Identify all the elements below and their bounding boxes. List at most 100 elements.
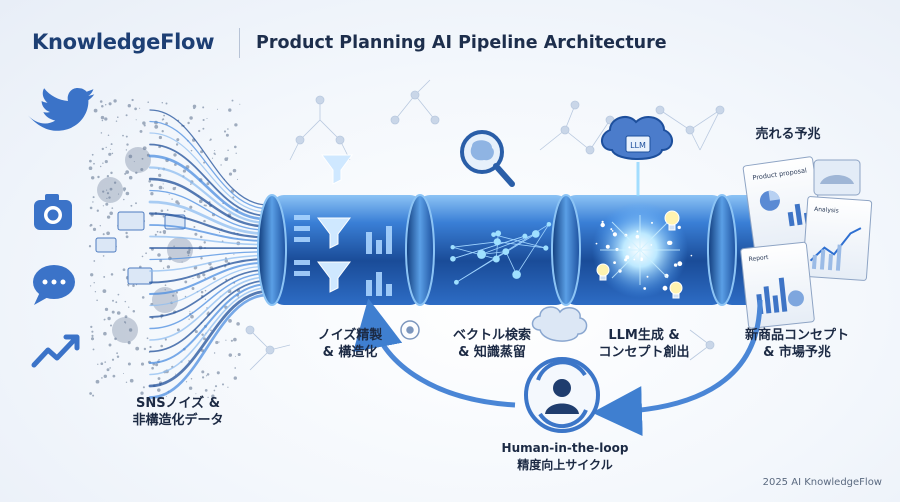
noise-speck	[165, 102, 168, 105]
noise-speck	[106, 231, 110, 236]
data-streams	[148, 109, 270, 399]
noise-speck	[214, 385, 218, 388]
noise-speck	[127, 104, 131, 108]
noise-speck	[125, 114, 128, 117]
noise-speck	[103, 374, 108, 379]
noise-speck	[107, 134, 110, 137]
noise-speck	[159, 231, 162, 234]
trend-arrow-icon	[31, 334, 80, 368]
noise-speck	[123, 373, 124, 374]
chat-bubble-icon	[33, 265, 75, 305]
spark	[605, 244, 610, 249]
noise-speck	[204, 204, 207, 207]
header-divider	[239, 28, 240, 58]
page-title: Product Planning AI Pipeline Architectur…	[256, 33, 667, 53]
noise-speck	[218, 231, 221, 234]
noise-speck	[97, 363, 99, 365]
noise-speck	[104, 104, 107, 106]
vector-node	[522, 233, 528, 239]
stream-line	[148, 212, 270, 239]
vector-node	[450, 255, 456, 262]
noise-speck	[227, 128, 229, 130]
noise-speck	[133, 161, 135, 163]
noise-speck	[110, 148, 111, 150]
noise-speck	[166, 265, 171, 269]
noise-speck	[158, 173, 162, 177]
noise-speck	[206, 182, 210, 186]
noise-speck	[111, 310, 115, 314]
noise-speck	[234, 367, 237, 369]
vector-edge	[495, 233, 499, 260]
noise-speck	[214, 150, 216, 152]
noise-speck	[213, 352, 216, 354]
noise-speck	[164, 284, 167, 287]
noise-speck	[161, 130, 164, 133]
noise-speck	[90, 337, 95, 341]
noise-speck	[89, 159, 92, 163]
noise-speck	[175, 143, 179, 146]
llm-core	[592, 202, 693, 298]
noise-speck	[200, 256, 203, 260]
noise-speck	[221, 383, 225, 386]
noise-speck	[173, 153, 177, 157]
funnel-icon	[317, 154, 353, 293]
feedback-arrow-right	[592, 299, 763, 437]
noise-speck	[104, 307, 109, 312]
noise-speck	[110, 324, 112, 327]
noise-speck	[149, 345, 152, 349]
noise-speck	[122, 268, 126, 272]
noise-speck	[123, 198, 125, 201]
footer-copyright: 2025 AI KnowledgeFlow	[762, 477, 882, 488]
noise-speck	[101, 147, 104, 151]
noise-speck	[95, 379, 100, 384]
noise-speck	[175, 291, 178, 294]
noise-speck	[93, 108, 98, 113]
noise-speck	[160, 344, 163, 348]
noise-speck	[102, 162, 104, 164]
noise-speck	[190, 183, 192, 185]
stage-label-line: & 構造化	[322, 345, 378, 360]
noise-speck	[235, 152, 237, 154]
noise-speck	[126, 143, 129, 146]
noise-speck	[228, 319, 232, 323]
noise-speck	[125, 381, 128, 384]
noise-speck	[127, 341, 131, 345]
feedback-label-line: Human-in-the-loop	[501, 441, 629, 455]
spark	[673, 263, 678, 267]
noise-speck	[106, 197, 108, 200]
noise-speck	[204, 298, 207, 300]
noise-speck	[117, 116, 119, 118]
pipe-segment-refine	[257, 194, 422, 306]
noise-speck	[154, 233, 157, 236]
stage-label-line: ベクトル検索	[452, 328, 531, 343]
noise-speck	[135, 346, 140, 351]
noise-speck	[173, 245, 175, 247]
noise-speck	[114, 337, 117, 341]
noise-speck	[155, 363, 159, 367]
noise-speck	[111, 358, 115, 361]
noise-speck	[117, 193, 120, 195]
noise-speck	[199, 199, 203, 204]
noise-blob	[112, 317, 138, 343]
noise-speck	[91, 153, 94, 156]
vector-edge	[497, 241, 546, 249]
stage-label-sns: SNSノイズ & 非構造化データ	[118, 395, 238, 429]
stream-line	[149, 120, 269, 210]
noise-speck	[202, 127, 205, 130]
twitter-bird-icon	[28, 88, 95, 131]
noise-speck	[115, 301, 118, 304]
noise-speck	[157, 377, 161, 380]
noise-speck	[151, 366, 154, 370]
noise-speck	[104, 160, 108, 164]
noise-speck	[226, 157, 229, 159]
noise-speck	[100, 132, 103, 134]
stage-label-llm: LLM生成 & コンセプト創出	[574, 327, 714, 361]
noise-speck	[209, 138, 212, 141]
noise-speck	[225, 339, 227, 341]
noise-speck	[190, 314, 194, 319]
noise-speck	[236, 322, 240, 326]
vector-node	[532, 230, 540, 238]
noise-speck	[157, 388, 161, 392]
noise-speck	[157, 253, 161, 257]
noise-speck	[160, 209, 164, 213]
